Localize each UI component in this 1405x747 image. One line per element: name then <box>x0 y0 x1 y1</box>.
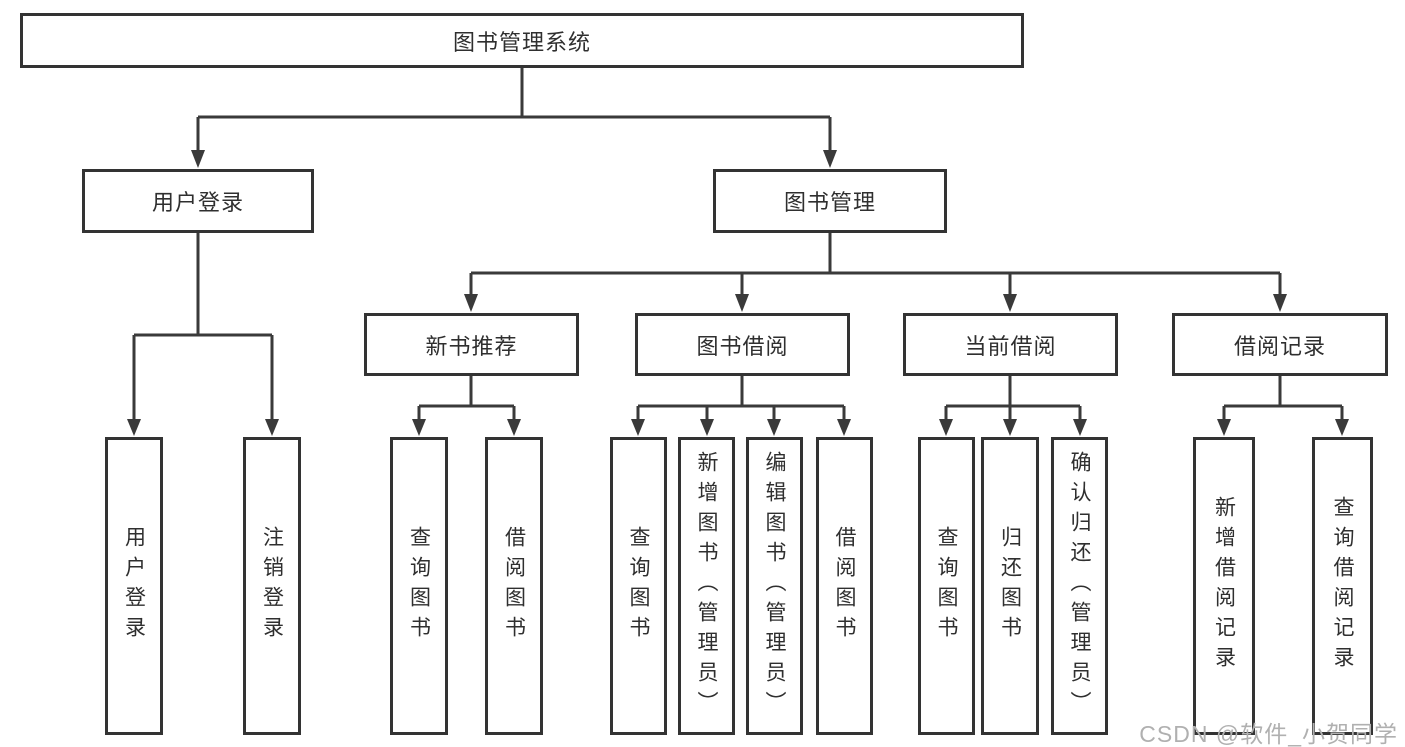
node-new-book-recommendation-label: 新书推荐 <box>425 333 518 359</box>
leaf-current-query-books-label: 查询图书 <box>935 526 958 646</box>
arrowhead-down-icon <box>1273 294 1287 312</box>
leaf-records-add-borrow-record-label: 新增借阅记录 <box>1212 496 1236 676</box>
leaf-records-add-borrow-record: 新增借阅记录 <box>1193 437 1255 735</box>
node-book-borrowing: 图书借阅 <box>635 313 850 376</box>
node-book-borrowing-label: 图书借阅 <box>696 333 789 359</box>
arrowhead-down-icon <box>735 294 749 312</box>
leaf-records-query-borrow-record: 查询借阅记录 <box>1312 437 1373 735</box>
arrowhead-down-icon <box>1335 419 1349 436</box>
connector-root-to-level2 <box>191 68 837 168</box>
arrowhead-down-icon <box>1003 419 1017 436</box>
arrowhead-down-icon <box>837 419 851 436</box>
connector-line <box>944 376 1082 421</box>
node-user-login-label: 用户登录 <box>151 190 244 215</box>
connector-line <box>417 376 516 421</box>
leaf-borrowing-add-books-admin: 新增图书（管理员） <box>678 437 735 735</box>
leaf-current-query-books: 查询图书 <box>918 437 975 735</box>
connector-line <box>469 233 1282 296</box>
connector-book-borrowing-to-leaves <box>631 376 851 436</box>
node-user-login: 用户登录 <box>82 169 314 233</box>
node-borrowing-records: 借阅记录 <box>1172 313 1388 376</box>
connector-current-borrowing-to-leaves <box>939 376 1087 436</box>
node-current-borrowing-label: 当前借阅 <box>964 333 1057 359</box>
leaf-borrowing-query-books: 查询图书 <box>610 437 667 735</box>
leaf-recommend-query-books: 查询图书 <box>390 437 448 735</box>
connector-line <box>636 376 846 421</box>
node-root-library-management-system: 图书管理系统 <box>20 13 1024 68</box>
leaf-borrowing-edit-books-admin: 编辑图书（管理员） <box>746 437 803 735</box>
node-borrowing-records-label: 借阅记录 <box>1233 333 1326 359</box>
arrowhead-down-icon <box>767 419 781 436</box>
arrowhead-down-icon <box>939 419 953 436</box>
arrowhead-down-icon <box>127 419 141 436</box>
arrowhead-down-icon <box>823 150 837 168</box>
arrowhead-down-icon <box>265 419 279 436</box>
leaf-current-return-books: 归还图书 <box>981 437 1039 735</box>
arrowhead-down-icon <box>1217 419 1231 436</box>
arrowhead-down-icon <box>1003 294 1017 312</box>
leaf-user-login: 用户登录 <box>105 437 163 735</box>
connector-line <box>196 68 832 152</box>
connector-user-login-to-leaves <box>127 233 279 436</box>
connector-new-book-recommendation-to-leaves <box>412 376 521 436</box>
arrowhead-down-icon <box>700 419 714 436</box>
leaf-recommend-borrow-books-label: 借阅图书 <box>502 526 526 646</box>
leaf-current-confirm-return-admin: 确认归还（管理员） <box>1051 437 1108 735</box>
leaf-borrowing-edit-books-admin-label: 编辑图书（管理员） <box>763 451 786 721</box>
leaf-logout-label: 注销登录 <box>260 526 284 646</box>
leaf-logout: 注销登录 <box>243 437 301 735</box>
arrowhead-down-icon <box>1073 419 1087 436</box>
arrowhead-down-icon <box>412 419 426 436</box>
node-root-label: 图书管理系统 <box>452 29 591 55</box>
leaf-recommend-borrow-books: 借阅图书 <box>485 437 543 735</box>
leaf-borrowing-add-books-admin-label: 新增图书（管理员） <box>695 451 718 721</box>
connector-book-management-to-level3 <box>464 233 1287 312</box>
connector-line <box>132 233 274 421</box>
connector-line <box>1222 376 1344 421</box>
arrowhead-down-icon <box>464 294 478 312</box>
leaf-current-return-books-label: 归还图书 <box>998 526 1022 646</box>
csdn-watermark: CSDN @软件_小贺同学 <box>1139 721 1398 747</box>
leaf-current-confirm-return-admin-label: 确认归还（管理员） <box>1068 451 1091 721</box>
arrowhead-down-icon <box>631 419 645 436</box>
leaf-records-query-borrow-record-label: 查询借阅记录 <box>1331 496 1354 676</box>
node-book-management-label: 图书管理 <box>783 190 876 215</box>
connector-borrowing-records-to-leaves <box>1217 376 1349 436</box>
node-new-book-recommendation: 新书推荐 <box>364 313 579 376</box>
arrowhead-down-icon <box>191 150 205 168</box>
node-book-management: 图书管理 <box>713 169 947 233</box>
node-current-borrowing: 当前借阅 <box>903 313 1118 376</box>
arrowhead-down-icon <box>507 419 521 436</box>
leaf-borrowing-borrow-books: 借阅图书 <box>816 437 873 735</box>
leaf-user-login-label: 用户登录 <box>122 526 146 646</box>
leaf-borrowing-query-books-label: 查询图书 <box>627 526 650 646</box>
leaf-recommend-query-books-label: 查询图书 <box>407 526 431 646</box>
leaf-borrowing-borrow-books-label: 借阅图书 <box>833 526 856 646</box>
